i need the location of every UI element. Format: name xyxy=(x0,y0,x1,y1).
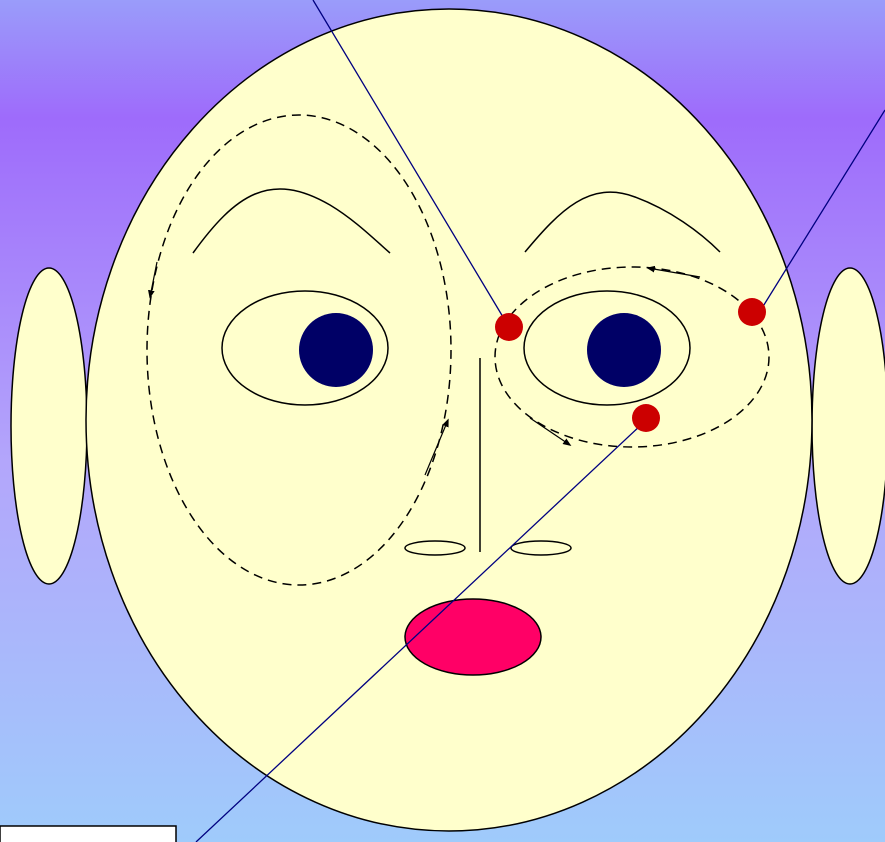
label-box xyxy=(0,826,176,842)
left-ear xyxy=(11,268,87,584)
left-pupil xyxy=(299,313,373,387)
mouth xyxy=(405,599,541,675)
right-ear xyxy=(812,268,885,584)
face-outline xyxy=(86,9,812,831)
right-pupil xyxy=(587,313,661,387)
acupoint-inner-eye-corner xyxy=(495,313,523,341)
acupoint-under-eye xyxy=(632,404,660,432)
acupoint-outer-eye-corner xyxy=(738,298,766,326)
